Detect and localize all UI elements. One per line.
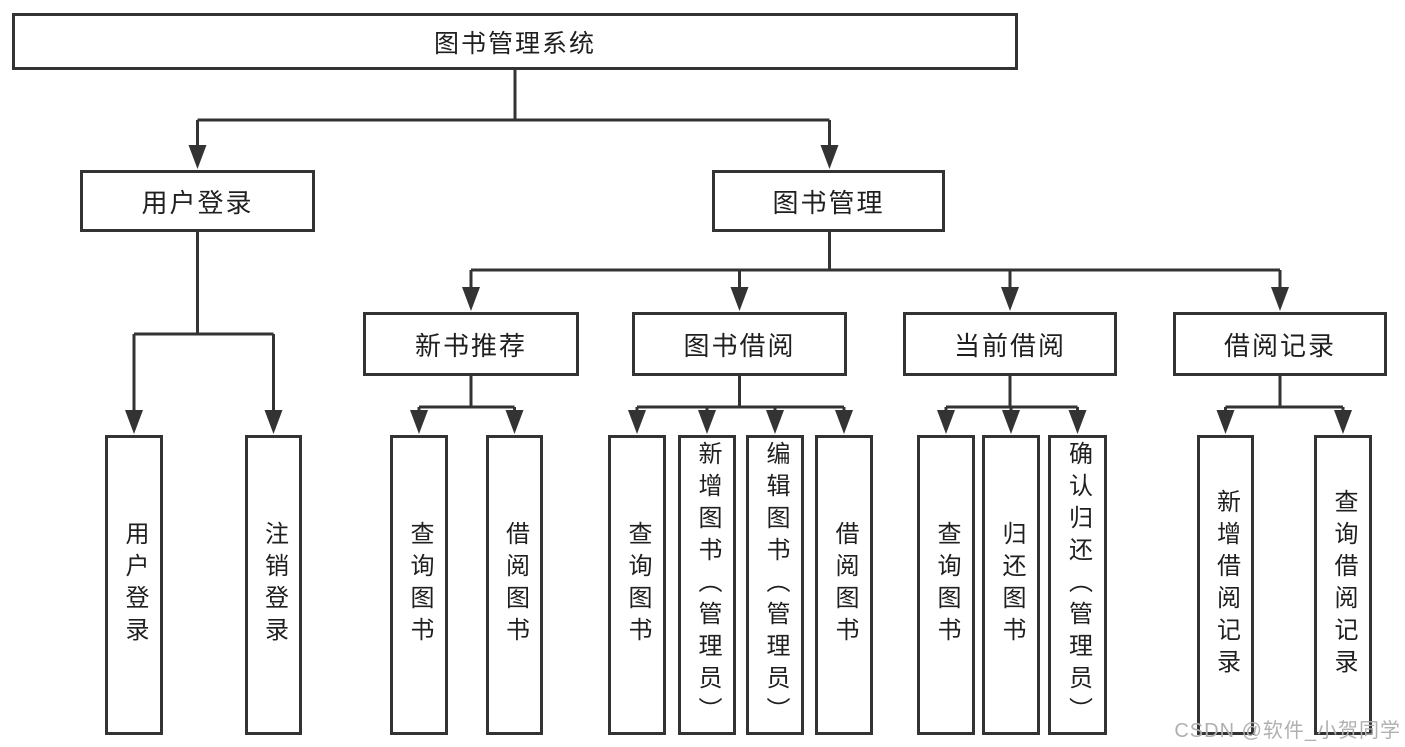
arrow-down-icon bbox=[1216, 410, 1235, 434]
node-book-borrowing: 图书借阅 bbox=[632, 312, 847, 376]
leaf-add-borrow-record: 新增借阅记录 bbox=[1197, 435, 1254, 735]
arrow-down-icon bbox=[730, 287, 749, 311]
node-book-management-label: 图书管理 bbox=[772, 187, 885, 218]
leaf-borrow-books-recommend-label: 借阅图书 bbox=[501, 521, 529, 649]
leaf-query-borrow-record-label: 查询借阅记录 bbox=[1330, 489, 1357, 681]
leaf-edit-books-admin: 编辑图书（管理员） bbox=[746, 435, 804, 735]
connector-book-management-to-level3 bbox=[469, 232, 1282, 288]
arrow-down-icon bbox=[410, 410, 428, 434]
arrowheads-book-management-to-level3 bbox=[462, 287, 1289, 311]
connector-borrowing-records-to-leaves bbox=[1224, 376, 1345, 411]
arrow-down-icon bbox=[462, 287, 480, 311]
arrowheads-new-book-recommendation-to-leaves bbox=[410, 410, 524, 434]
arrow-down-icon bbox=[820, 145, 839, 169]
arrow-down-icon bbox=[264, 410, 283, 434]
leaf-add-books-admin-label: 新增图书（管理员） bbox=[694, 441, 721, 729]
connector-book-borrowing-to-leaves bbox=[635, 376, 846, 411]
node-root-label: 图书管理系统 bbox=[433, 29, 596, 58]
leaf-query-books-borrow: 查询图书 bbox=[608, 435, 666, 735]
watermark: CSDN @软件_小贺同学 bbox=[1174, 720, 1401, 742]
arrow-down-icon bbox=[505, 410, 524, 434]
node-new-book-recommendation-label: 新书推荐 bbox=[414, 330, 527, 361]
leaf-query-books-recommend-label: 查询图书 bbox=[406, 521, 433, 649]
arrow-down-icon bbox=[1001, 287, 1019, 311]
node-book-management: 图书管理 bbox=[712, 170, 945, 232]
arrowheads-user-login-to-leaves bbox=[125, 410, 283, 434]
arrow-down-icon bbox=[698, 410, 716, 434]
connector-root-to-level2 bbox=[196, 70, 831, 147]
arrow-down-icon bbox=[1334, 410, 1352, 434]
arrow-down-icon bbox=[1271, 287, 1289, 311]
leaf-logout-login-label: 注销登录 bbox=[260, 521, 288, 649]
arrowheads-root-to-level2 bbox=[188, 145, 839, 169]
arrow-down-icon bbox=[835, 410, 853, 434]
leaf-query-books-recommend: 查询图书 bbox=[390, 435, 448, 735]
connector-current-borrowing-to-leaves bbox=[944, 376, 1079, 411]
arrow-down-icon bbox=[628, 410, 646, 434]
arrowheads-current-borrowing-to-leaves bbox=[937, 410, 1087, 434]
leaf-user-login-label: 用户登录 bbox=[121, 521, 148, 649]
arrow-down-icon bbox=[188, 145, 207, 169]
arrow-down-icon bbox=[125, 410, 143, 434]
leaf-confirm-return-admin: 确认归还（管理员） bbox=[1048, 435, 1107, 735]
leaf-borrow-books-borrow: 借阅图书 bbox=[815, 435, 873, 735]
node-current-borrowing-label: 当前借阅 bbox=[953, 330, 1066, 361]
leaf-return-books-label: 归还图书 bbox=[998, 521, 1025, 649]
connector-new-book-recommendation-to-leaves bbox=[417, 376, 516, 411]
node-new-book-recommendation: 新书推荐 bbox=[363, 312, 579, 376]
leaf-add-borrow-record-label: 新增借阅记录 bbox=[1212, 489, 1240, 681]
leaf-query-borrow-record: 查询借阅记录 bbox=[1314, 435, 1372, 735]
leaf-borrow-books-recommend: 借阅图书 bbox=[486, 435, 543, 735]
leaf-return-books: 归还图书 bbox=[982, 435, 1040, 735]
node-borrowing-records-label: 借阅记录 bbox=[1223, 330, 1336, 361]
leaf-query-books-current-label: 查询图书 bbox=[933, 521, 960, 649]
leaf-query-books-current: 查询图书 bbox=[917, 435, 975, 735]
arrowheads-book-borrowing-to-leaves bbox=[628, 410, 853, 434]
node-root: 图书管理系统 bbox=[12, 13, 1018, 70]
arrow-down-icon bbox=[937, 410, 955, 434]
arrow-down-icon bbox=[1002, 410, 1020, 434]
arrow-down-icon bbox=[766, 410, 784, 434]
node-book-borrowing-label: 图书借阅 bbox=[683, 330, 796, 361]
leaf-confirm-return-admin-label: 确认归还（管理员） bbox=[1064, 441, 1092, 729]
leaf-query-books-borrow-label: 查询图书 bbox=[624, 521, 651, 649]
node-current-borrowing: 当前借阅 bbox=[903, 312, 1117, 376]
leaf-logout-login: 注销登录 bbox=[245, 435, 302, 735]
node-user-login-label: 用户登录 bbox=[141, 187, 254, 218]
leaf-edit-books-admin-label: 编辑图书（管理员） bbox=[762, 441, 789, 729]
node-borrowing-records: 借阅记录 bbox=[1173, 312, 1387, 376]
leaf-user-login: 用户登录 bbox=[105, 435, 163, 735]
leaf-add-books-admin: 新增图书（管理员） bbox=[678, 435, 736, 735]
arrowheads-borrowing-records-to-leaves bbox=[1216, 410, 1352, 434]
connector-user-login-to-leaves bbox=[132, 232, 275, 410]
node-user-login: 用户登录 bbox=[80, 170, 315, 232]
arrow-down-icon bbox=[1068, 410, 1087, 434]
leaf-borrow-books-borrow-label: 借阅图书 bbox=[831, 521, 858, 649]
